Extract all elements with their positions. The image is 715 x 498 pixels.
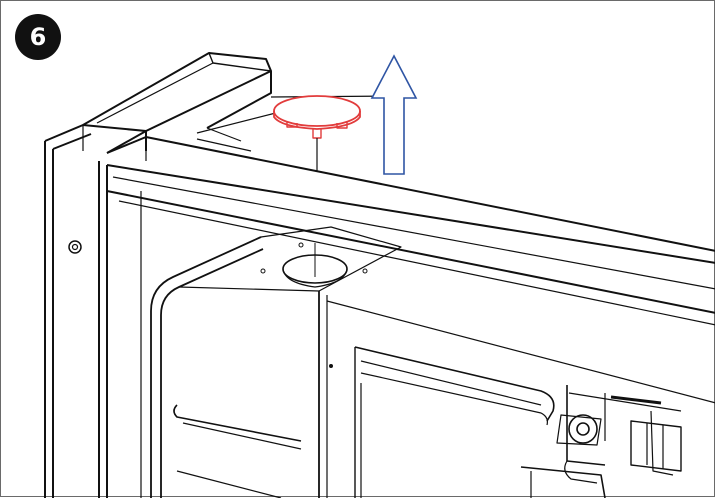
mechanism-detail [520, 385, 682, 498]
left-upright [44, 124, 147, 498]
red-cap-icon [273, 95, 361, 139]
step-number: 6 [29, 23, 47, 51]
step-number-badge: 6 [15, 14, 61, 60]
up-arrow-icon [370, 54, 418, 175]
inner-cabinet [150, 226, 715, 498]
front-top-rail [106, 136, 715, 498]
